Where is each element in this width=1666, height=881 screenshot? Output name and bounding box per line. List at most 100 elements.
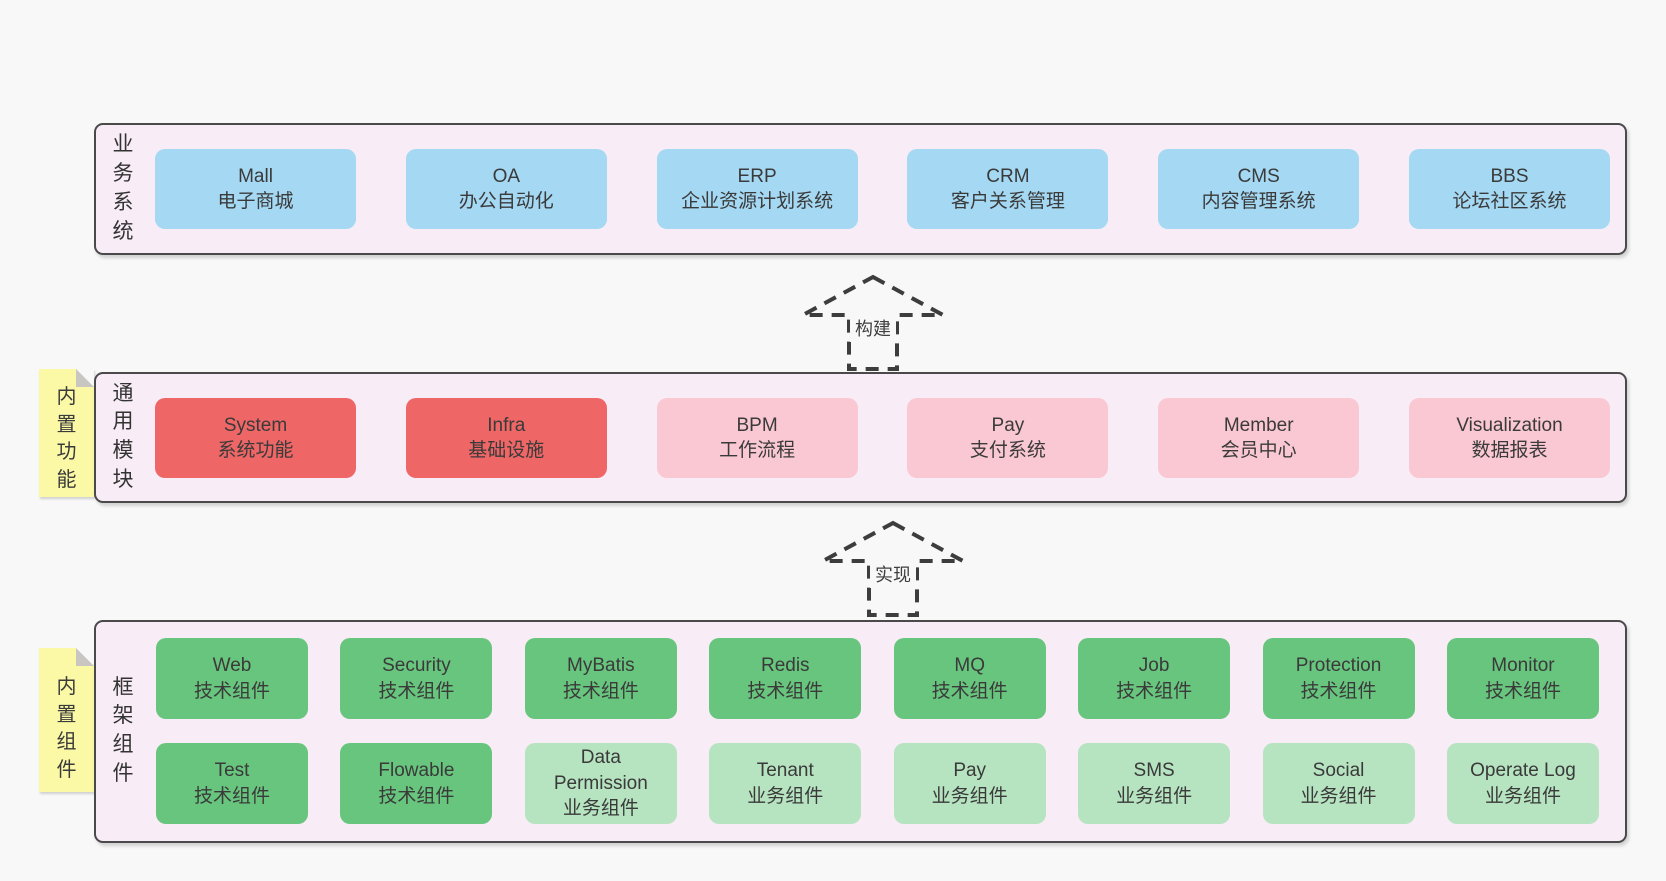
sticky-note-builtin-features: 内置功能 <box>39 369 94 497</box>
box-sms: SMS 业务组件 <box>1078 743 1231 824</box>
up-arrow-icon <box>802 274 944 371</box>
box-name: Operate Log <box>1470 760 1576 782</box>
box-desc: 电子商城 <box>217 191 294 212</box>
box-desc: 客户关系管理 <box>950 191 1065 212</box>
box-desc: 基础设施 <box>468 440 545 461</box>
box-name: Test <box>214 760 250 782</box>
box-name: MyBatis <box>567 655 635 677</box>
sticky-note-builtin-components: 内置组件 <box>39 648 94 792</box>
box-redis: Redis 技术组件 <box>709 638 862 719</box>
box-flowable: Flowable 技术组件 <box>340 743 493 824</box>
arrow-implement: 实现 <box>808 518 978 618</box>
box-desc: 办公自动化 <box>458 191 554 212</box>
box-monitor: Monitor 技术组件 <box>1446 638 1599 719</box>
box-name: Flowable <box>378 760 455 782</box>
box-name: Infra <box>487 414 526 436</box>
box-name: Social <box>1312 760 1365 782</box>
box-desc: 技术组件 <box>193 680 270 702</box>
box-desc: 会员中心 <box>1220 440 1297 461</box>
box-desc: 技术组件 <box>931 680 1008 702</box>
box-security: Security 技术组件 <box>340 638 493 719</box>
up-arrow-icon <box>822 520 964 617</box>
box-desc: 工作流程 <box>719 440 796 461</box>
box-data-permission: Data Permission 业务组件 <box>524 743 677 824</box>
box-test: Test 技术组件 <box>156 743 308 824</box>
box-cms: CMS 内容管理系统 <box>1158 149 1360 229</box>
arrow-label: 构建 <box>850 314 896 342</box>
box-name: BBS <box>1490 165 1529 187</box>
box-desc: 业务组件 <box>931 785 1008 807</box>
box-name: Pay <box>991 414 1025 436</box>
box-name: Monitor <box>1491 655 1555 677</box>
box-desc: 内容管理系统 <box>1201 191 1316 212</box>
box-name: OA <box>492 165 521 187</box>
folded-corner <box>76 648 94 666</box>
sticky-note-text: 内置组件 <box>56 676 77 781</box>
box-desc: 业务组件 <box>1300 785 1377 807</box>
box-social: Social 业务组件 <box>1262 743 1415 824</box>
box-desc: 技术组件 <box>747 680 824 702</box>
layer-label: 业务系统 <box>112 133 134 243</box>
box-job: Job 技术组件 <box>1078 638 1231 719</box>
box-desc: 支付系统 <box>969 440 1046 461</box>
box-desc: 技术组件 <box>378 785 455 807</box>
box-erp: ERP 企业资源计划系统 <box>656 149 858 229</box>
box-name: Visualization <box>1456 414 1563 436</box>
box-name: Web <box>212 655 252 677</box>
folded-corner <box>76 369 94 387</box>
box-infra: Infra 基础设施 <box>405 398 607 478</box>
box-protection: Protection 技术组件 <box>1262 638 1415 719</box>
box-desc: 企业资源计划系统 <box>681 191 834 212</box>
box-desc: 系统功能 <box>217 440 294 461</box>
box-name: ERP <box>737 165 777 187</box>
box-name: CMS <box>1237 165 1280 187</box>
layer-label: 框架组件 <box>112 675 134 786</box>
box-name: Member <box>1223 414 1294 436</box>
box-name: Data Permission <box>553 747 648 794</box>
box-operate-log: Operate Log 业务组件 <box>1446 743 1599 824</box>
layer-label: 通用模块 <box>112 381 134 492</box>
box-name: Tenant <box>756 760 814 782</box>
box-name: CRM <box>986 165 1030 187</box>
box-desc: 技术组件 <box>1484 680 1561 702</box>
box-desc: 技术组件 <box>1300 680 1377 702</box>
box-desc: 技术组件 <box>1116 680 1193 702</box>
box-name: Mall <box>238 165 273 187</box>
box-member: Member 会员中心 <box>1158 398 1360 478</box>
box-name: SMS <box>1133 760 1175 782</box>
box-system: System 系统功能 <box>155 398 356 478</box>
box-mq: MQ 技术组件 <box>893 638 1046 719</box>
box-mybatis: MyBatis 技术组件 <box>524 638 677 719</box>
layer-common-modules: 通用模块 System 系统功能 Infra 基础设施 BPM 工作流程 Pay 支付系统 Me… <box>94 372 1627 503</box>
box-name: Job <box>1138 655 1170 677</box>
box-desc: 业务组件 <box>747 785 824 807</box>
box-desc: 技术组件 <box>562 680 639 702</box>
business-systems-row: Mall 电子商城 OA 办公自动化 ERP 企业资源计划系统 CRM 客户关系管理 CMS 内容… <box>155 149 1610 229</box>
box-name: Redis <box>760 655 810 677</box>
sticky-note-text: 内置功能 <box>56 386 77 491</box>
box-desc: 业务组件 <box>1484 785 1561 807</box>
box-name: Security <box>382 655 451 677</box>
box-name: Protection <box>1295 655 1382 677</box>
box-pay: Pay 支付系统 <box>907 398 1109 478</box>
framework-components-row-2: Test 技术组件 Flowable 技术组件 Data Permission 业务组件 T… <box>156 743 1599 824</box>
box-desc: 业务组件 <box>562 798 639 820</box>
arrow-build: 构建 <box>788 272 958 372</box>
box-desc: 技术组件 <box>378 680 455 702</box>
box-oa: OA 办公自动化 <box>405 149 607 229</box>
box-name: MQ <box>954 655 985 677</box>
layer-business-systems: 业务系统 Mall 电子商城 OA 办公自动化 ERP 企业资源计划系统 CRM 客户关系管理… <box>94 123 1627 255</box>
box-web: Web 技术组件 <box>156 638 308 719</box>
box-mall: Mall 电子商城 <box>155 149 356 229</box>
box-desc: 业务组件 <box>1116 785 1193 807</box>
box-name: BPM <box>736 414 778 436</box>
box-name: System <box>223 414 288 436</box>
common-modules-row: System 系统功能 Infra 基础设施 BPM 工作流程 Pay 支付系统 Member 会… <box>155 398 1610 478</box>
arrow-label: 实现 <box>870 560 916 588</box>
box-desc: 技术组件 <box>193 785 270 807</box>
